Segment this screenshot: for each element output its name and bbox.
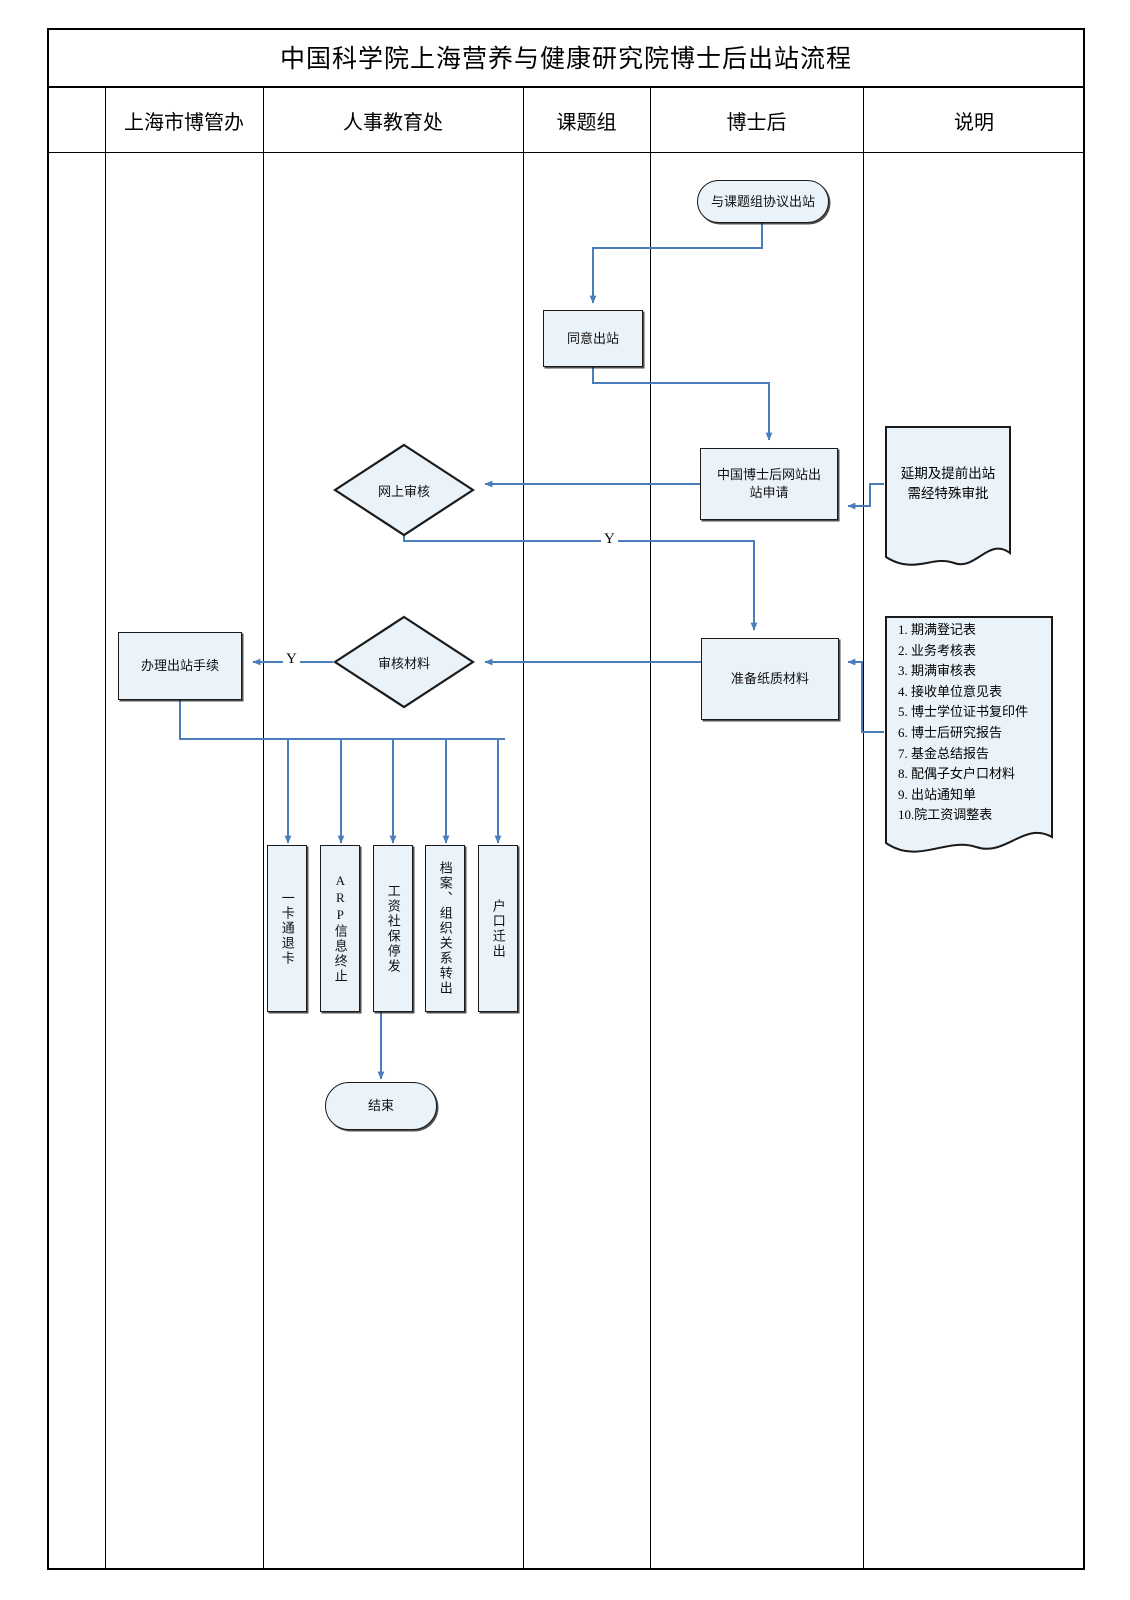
list-item: 4. 接收单位意见表 [898, 683, 1003, 699]
note-materials-list: 1. 期满登记表 2. 业务考核表 3. 期满审核表 4. 接收单位意见表 5.… [884, 615, 1054, 858]
node-prepare-documents[interactable]: 准备纸质材料 [701, 638, 839, 720]
node-online-review[interactable]: 网上审核 [333, 443, 475, 537]
column-header-group: 课题组 [556, 111, 617, 134]
column-header-bgb: 上海市博管办 [124, 111, 244, 134]
node-start[interactable]: 与课题组协议出站 [697, 180, 829, 223]
node-task-card-return[interactable]: 一卡通退卡 [267, 845, 307, 1012]
node-review-materials[interactable]: 审核材料 [333, 615, 475, 709]
column-separator-2 [263, 88, 264, 1570]
list-item: 7. 基金总结报告 [898, 745, 990, 761]
column-separator-3 [523, 88, 524, 1570]
column-header-hr: 人事教育处 [343, 111, 443, 134]
list-item: 8. 配偶子女户口材料 [898, 766, 1016, 782]
node-task-hukou-transfer[interactable]: 户口迁出 [478, 845, 518, 1012]
column-separator-1 [105, 88, 106, 1570]
column-header-notes: 说明 [954, 111, 994, 134]
list-item: 1. 期满登记表 [898, 622, 977, 638]
node-end[interactable]: 结束 [325, 1082, 437, 1130]
note-materials-list-body: 1. 期满登记表 2. 业务考核表 3. 期满审核表 4. 接收单位意见表 5.… [884, 615, 1054, 831]
page-title: 中国科学院上海营养与健康研究院博士后出站流程 [279, 46, 852, 73]
node-online-application[interactable]: 中国博士后网站出站申请 [700, 448, 838, 520]
column-separator-4 [650, 88, 651, 1570]
column-separator-5 [863, 88, 864, 1570]
list-item: 6. 博士后研究报告 [898, 725, 1003, 740]
title-row: 中国科学院上海营养与健康研究院博士后出站流程 [47, 28, 1085, 88]
node-task-arp-termination[interactable]: ARP信息终止 [320, 845, 360, 1012]
list-item: 2. 业务考核表 [898, 642, 977, 658]
column-header-postdoc: 博士后 [726, 111, 787, 134]
note-line: 需经特殊审批 [907, 486, 989, 501]
list-item: 9. 出站通知单 [898, 786, 977, 802]
note-line: 延期及提前出站 [900, 465, 996, 481]
node-task-archive-transfer[interactable]: 档案、组织关系转出 [425, 845, 465, 1012]
note-special-approval-body: 延期及提前出站 需经特殊审批 [884, 425, 1012, 543]
edge-label-review-docs-yes: Y [283, 652, 300, 667]
node-leave-formalities[interactable]: 办理出站手续 [118, 632, 242, 700]
edge-label-online-review-yes: Y [601, 532, 618, 547]
node-agree-to-leave[interactable]: 同意出站 [543, 310, 643, 367]
node-task-salary-stop[interactable]: 工资社保停发 [373, 845, 413, 1012]
header-divider [47, 152, 1085, 153]
note-special-approval: 延期及提前出站 需经特殊审批 [884, 425, 1012, 568]
list-item: 10.院工资调整表 [898, 807, 993, 823]
list-item: 5. 博士学位证书复印件 [898, 704, 1029, 720]
table-frame [47, 28, 1085, 1570]
list-item: 3. 期满审核表 [898, 663, 977, 679]
